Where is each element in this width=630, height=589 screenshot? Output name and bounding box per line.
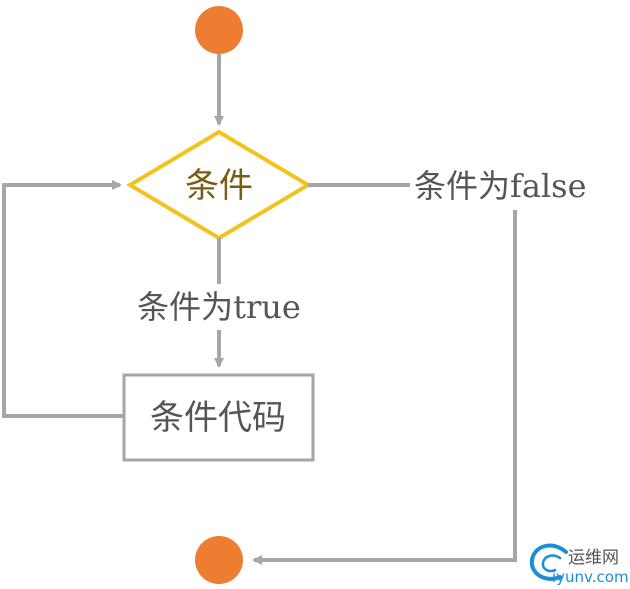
watermark-swirl-icon bbox=[529, 543, 568, 581]
watermark-swirl-inner-icon bbox=[541, 554, 562, 573]
true-branch-label: 条件为true bbox=[137, 288, 301, 326]
end-terminal bbox=[195, 536, 243, 584]
code-box bbox=[122, 373, 315, 462]
arrow-loop-back bbox=[2, 180, 124, 418]
watermark-text-top: 运维网 bbox=[568, 548, 619, 568]
watermark-text-bottom: iyunv.com bbox=[552, 568, 629, 586]
arrow-false-to-end bbox=[252, 210, 517, 565]
start-terminal bbox=[195, 6, 243, 54]
code-label: 条件代码 bbox=[150, 398, 286, 438]
false-branch-label: 条件为false bbox=[414, 167, 587, 205]
watermark-logo: 运维网 iyunv.com bbox=[529, 543, 629, 586]
condition-label: 条件 bbox=[185, 166, 253, 206]
